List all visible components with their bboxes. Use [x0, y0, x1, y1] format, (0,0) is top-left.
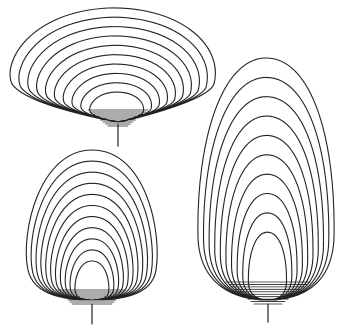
growth-line [204, 77, 329, 300]
growth-line [19, 17, 207, 122]
growth-line [248, 232, 286, 300]
growth-line [51, 206, 133, 301]
growth-line [65, 239, 118, 300]
shell-bottom-left [26, 150, 157, 324]
growth-line [36, 172, 147, 300]
shell-right [198, 58, 334, 322]
shell-top-left [10, 8, 215, 146]
growth-line [220, 135, 313, 300]
growth-line [31, 161, 152, 300]
growth-line [28, 27, 200, 122]
growth-line [237, 194, 297, 301]
growth-line [198, 58, 334, 300]
